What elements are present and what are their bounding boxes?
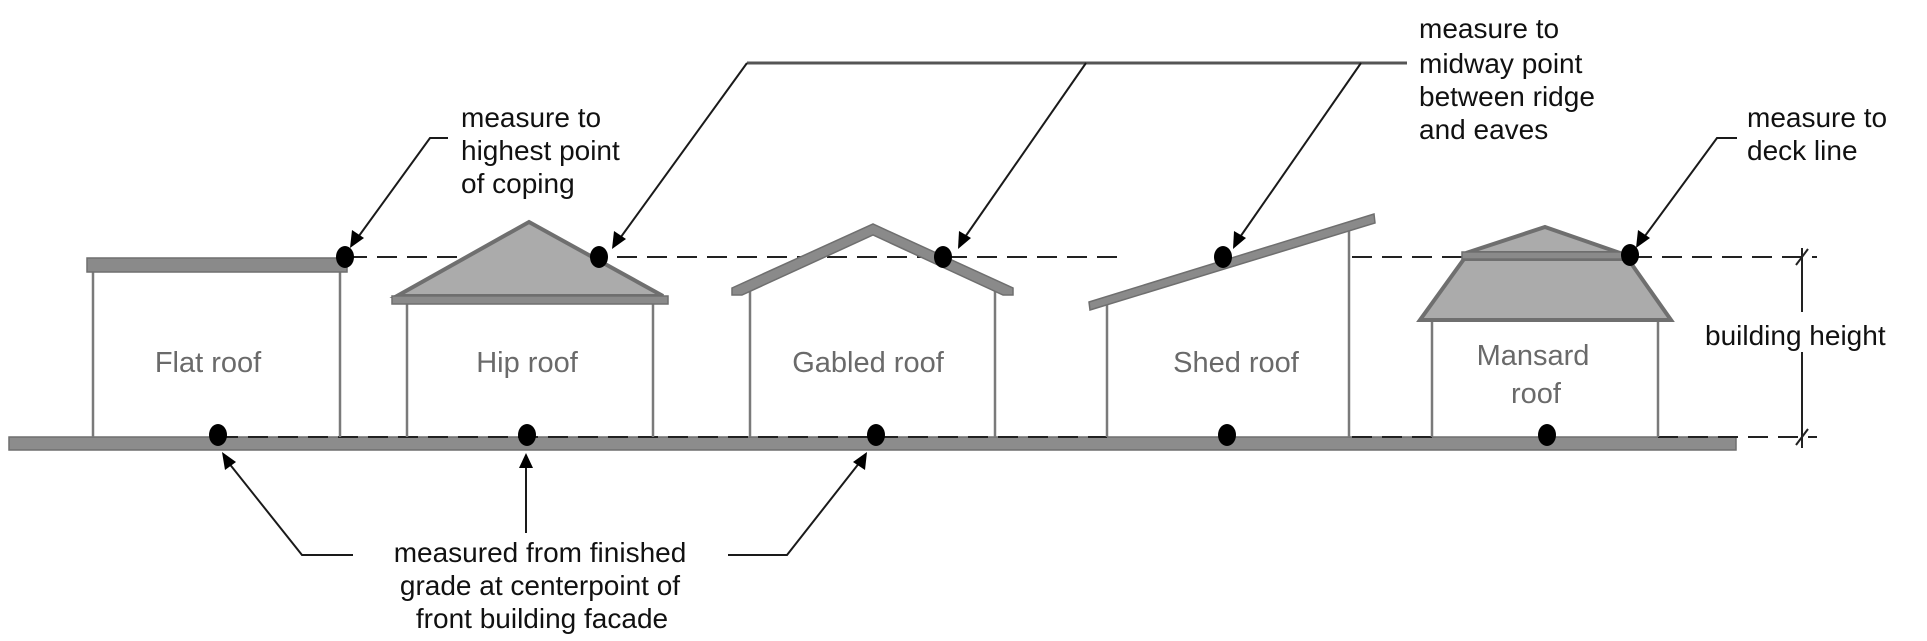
top-point-mansard bbox=[1621, 244, 1639, 266]
callout-text: grade at centerpoint of bbox=[400, 570, 680, 601]
callout-text: measured from finished bbox=[394, 537, 687, 568]
building-gabled-roof: Gabled roof bbox=[731, 223, 1014, 437]
building-mansard-roof: Mansard roof bbox=[1416, 224, 1675, 437]
callout-grade: measured from finished grade at centerpo… bbox=[222, 452, 867, 634]
arrowhead-icon bbox=[853, 452, 867, 470]
building-flat-roof: Flat roof bbox=[86, 257, 348, 437]
top-point-shed bbox=[1214, 246, 1232, 268]
arrowhead-icon bbox=[222, 452, 236, 470]
grade-point-mansard bbox=[1538, 424, 1556, 446]
mansard-lower-roof bbox=[1416, 257, 1675, 322]
arrowhead-icon bbox=[612, 231, 626, 249]
gabled-roof-shape bbox=[731, 223, 1014, 296]
top-point-gabled bbox=[934, 246, 952, 268]
building-label: Shed roof bbox=[1173, 347, 1300, 379]
building-label: Mansard bbox=[1477, 340, 1590, 372]
callout-text: measure to bbox=[461, 102, 601, 133]
building-height-label: building height bbox=[1705, 320, 1886, 351]
building-shed-roof: Shed roof bbox=[1088, 213, 1376, 437]
arrowhead-icon bbox=[958, 231, 971, 249]
callout-text: front building facade bbox=[416, 603, 668, 634]
building-label: roof bbox=[1511, 378, 1562, 410]
arrowhead-icon bbox=[350, 230, 364, 248]
building-label: Flat roof bbox=[155, 347, 262, 379]
shed-roof-shape bbox=[1088, 213, 1376, 311]
building-label: Hip roof bbox=[476, 347, 578, 379]
building-height-dimension: building height bbox=[1700, 248, 1922, 448]
grade-point-flat bbox=[209, 424, 227, 446]
callout-coping: measure to highest point of coping bbox=[350, 102, 620, 248]
measurement-points bbox=[209, 244, 1639, 446]
grade-point-gabled bbox=[867, 424, 885, 446]
building-hip-roof: Hip roof bbox=[389, 219, 669, 437]
arrowhead-icon bbox=[519, 453, 533, 468]
grade-point-hip bbox=[518, 424, 536, 446]
callout-text: midway point bbox=[1419, 48, 1583, 79]
top-point-flat bbox=[336, 246, 354, 268]
callout-midway: measure to midway point between ridge an… bbox=[612, 13, 1595, 249]
callout-text: measure to bbox=[1419, 13, 1559, 44]
coping bbox=[86, 257, 348, 273]
deck-line bbox=[1461, 251, 1629, 260]
callout-text: and eaves bbox=[1419, 114, 1548, 145]
callout-text: of coping bbox=[461, 168, 575, 199]
callout-text: deck line bbox=[1747, 135, 1858, 166]
top-point-hip bbox=[590, 246, 608, 268]
arrowhead-icon bbox=[1233, 231, 1246, 249]
mansard-upper-roof bbox=[1465, 224, 1621, 255]
callout-text: measure to bbox=[1747, 102, 1887, 133]
grade-point-shed bbox=[1218, 424, 1236, 446]
callout-text: between ridge bbox=[1419, 81, 1595, 112]
arrowhead-icon bbox=[1636, 230, 1650, 248]
callout-text: highest point bbox=[461, 135, 620, 166]
building-label: Gabled roof bbox=[792, 347, 944, 379]
callout-deck-line: measure to deck line bbox=[1636, 102, 1887, 248]
